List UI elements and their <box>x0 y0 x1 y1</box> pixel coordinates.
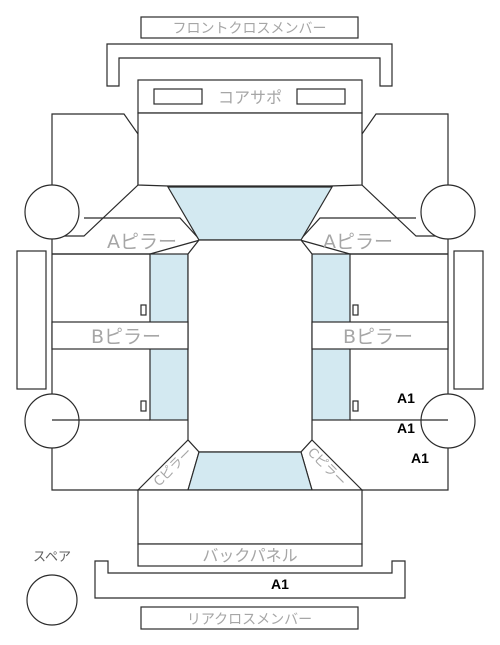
left-door-mirror-strip <box>16 250 47 390</box>
spare-tire: スペア <box>26 550 78 626</box>
core-support-text: コアサポ <box>218 88 282 107</box>
right-rear-door-handle <box>352 400 359 412</box>
left-side-lines <box>52 253 150 421</box>
rear-cross-member-label: リアクロスメンバー <box>140 606 359 630</box>
front-cross-member-label: フロントクロスメンバー <box>140 16 359 39</box>
right-door-mirror-strip <box>453 250 484 390</box>
svg-text:Aピラー: Aピラー <box>323 231 393 253</box>
core-support: コアサポ <box>137 79 363 114</box>
b-pillar-left: Bピラー <box>51 321 189 350</box>
front-left-wheel <box>24 184 80 240</box>
damage-mark: A1 <box>411 450 429 466</box>
trunk <box>137 489 363 545</box>
rear-left-wheel <box>24 393 80 449</box>
hood <box>137 112 363 187</box>
left-front-door-handle <box>140 304 147 316</box>
front-right-wheel <box>420 184 476 240</box>
svg-text:Bピラー: Bピラー <box>91 326 161 348</box>
core-support-left-slot <box>153 88 203 105</box>
back-panel: バックパネル <box>137 543 363 567</box>
right-side-lines <box>350 253 448 421</box>
damage-mark: A1 <box>271 576 289 592</box>
b-pillar-right: Bピラー <box>311 321 449 350</box>
front-cross-member <box>106 43 393 87</box>
core-support-right-slot <box>296 88 346 105</box>
right-front-door-handle <box>352 304 359 316</box>
rear-cross-member-text: リアクロスメンバー <box>187 612 312 628</box>
svg-text:Bピラー: Bピラー <box>343 326 413 348</box>
front-cross-member-text: フロントクロスメンバー <box>173 21 327 37</box>
rear-cross-member <box>94 560 406 599</box>
back-panel-text: バックパネル <box>202 546 297 565</box>
spare-text: スペア <box>33 550 71 565</box>
spare-wheel <box>26 574 78 626</box>
damage-mark: A1 <box>397 420 415 436</box>
rear-right-wheel <box>420 393 476 449</box>
roof <box>187 239 313 453</box>
left-rear-door-handle <box>140 400 147 412</box>
rear-window <box>187 451 313 491</box>
damage-mark: A1 <box>397 390 415 406</box>
svg-text:Aピラー: Aピラー <box>107 231 177 253</box>
